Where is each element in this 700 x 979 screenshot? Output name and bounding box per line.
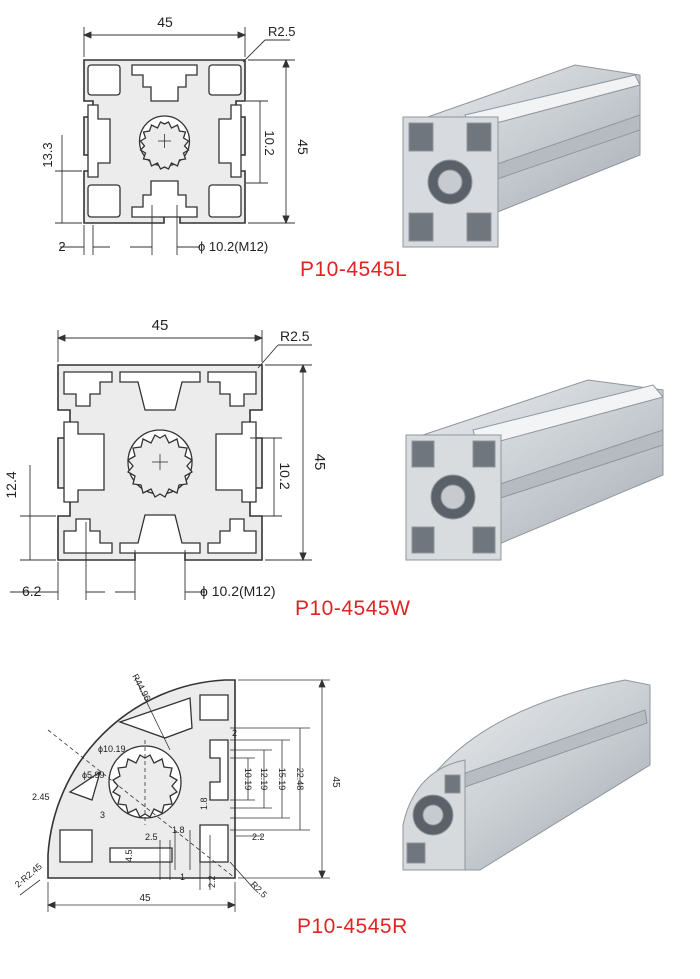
dim-slot-width: 2 <box>58 239 65 254</box>
dim-v3: 15.19 <box>277 768 287 791</box>
part-number-4545R: P10-4545R <box>297 915 408 938</box>
dim-radius: R2.5 <box>268 24 295 39</box>
technical-drawing-4545L: 45 R2.5 45 10.2 13.3 2 ϕ 10.2(M12) <box>40 5 330 270</box>
dim-width: 45 <box>157 14 173 30</box>
dim-offset: 13.3 <box>40 142 55 167</box>
dim-h2: 1.8 <box>199 797 209 810</box>
dim-rad-small: R2.5 <box>249 879 270 900</box>
dim-bottom: 2.2 <box>207 875 217 888</box>
dim-slot-depth: 10.2 <box>262 130 277 155</box>
technical-drawing-4545R: 45 45 R44.96 ϕ10.19 ϕ5.99 10.19 12.19 15… <box>0 650 345 925</box>
dim-radius: R2.5 <box>280 328 310 344</box>
product-render-4545L <box>395 55 655 265</box>
part-number-4545W: P10-4545W <box>295 597 411 620</box>
dim-w3: 2.2 <box>252 832 265 842</box>
dim-v4: 22.48 <box>295 768 305 791</box>
technical-drawing-4545W: 45 R2.5 45 10.2 12.4 6.2 ϕ 10.2(M12) <box>0 310 330 600</box>
dim-height: 45 <box>330 776 341 788</box>
dim-top-gap: 2 <box>232 728 237 738</box>
profile-panel-4545W: 45 R2.5 45 10.2 12.4 6.2 ϕ 10.2(M12) <box>0 305 700 625</box>
dim-w1: 2.5 <box>145 832 158 842</box>
dim-bore: ϕ 10.2(M12) <box>198 239 268 254</box>
dim-outer-radius: R44.96 <box>130 672 152 702</box>
dim-h1: 4.5 <box>124 849 134 862</box>
dim-corner: 2-R2.45 <box>13 861 44 889</box>
dim-s1: 1 <box>180 872 185 882</box>
dim-bore-a: ϕ10.19 <box>98 744 126 754</box>
dim-height: 45 <box>311 454 328 471</box>
extrusion-body <box>402 679 651 871</box>
dim-offset: 12.4 <box>3 471 19 498</box>
dim-r-side: 2.45 <box>32 792 50 802</box>
extrusion-body <box>405 379 664 561</box>
dim-v1: 10.19 <box>243 768 253 791</box>
dim-slot-width: 6.2 <box>22 583 42 599</box>
dim-width: 45 <box>152 317 169 334</box>
dim-slot-depth: 10.2 <box>277 462 293 489</box>
dim-w2: 1.8 <box>172 825 185 835</box>
dim-width: 45 <box>139 893 151 904</box>
dim-height: 45 <box>295 139 311 155</box>
extrusion-body <box>402 64 641 248</box>
profile-panel-4545R: 45 45 R44.96 ϕ10.19 ϕ5.99 10.19 12.19 15… <box>0 650 700 979</box>
dim-bore: ϕ 10.2(M12) <box>200 583 276 599</box>
dim-diag: 3 <box>100 810 105 820</box>
dim-v2: 12.19 <box>259 768 269 791</box>
product-render-4545W <box>398 375 668 580</box>
product-render-4545R <box>385 675 660 890</box>
dim-bore-b: ϕ5.99 <box>82 770 105 780</box>
part-number-4545L: P10-4545L <box>300 258 408 281</box>
profile-panel-4545L: 45 R2.5 45 10.2 13.3 2 ϕ 10.2(M12) <box>0 0 700 300</box>
